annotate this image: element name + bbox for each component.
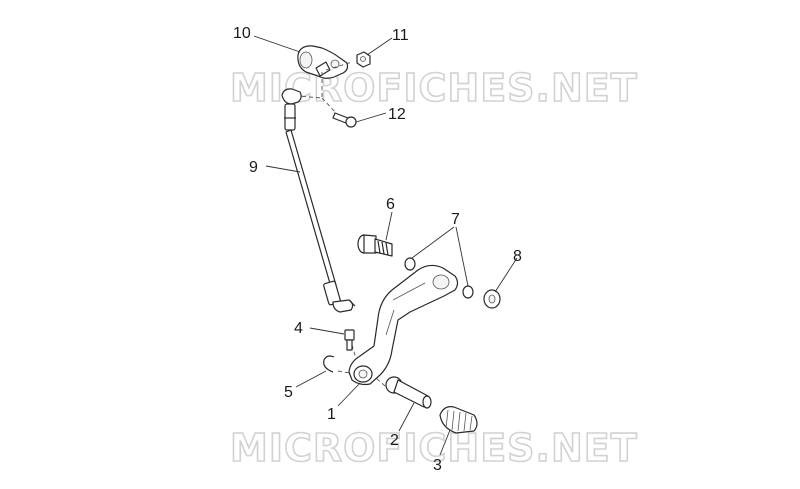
callout-3: 3 — [433, 457, 442, 474]
callout-1: 1 — [327, 406, 336, 423]
part-3-rubber-footpeg — [439, 406, 478, 434]
callout-8: 8 — [513, 248, 522, 265]
part-11-nut — [356, 51, 371, 68]
callout-5: 5 — [284, 384, 293, 401]
callout-10: 10 — [233, 25, 251, 42]
part-7-o-rings — [404, 257, 474, 299]
part-12-screw — [332, 112, 357, 128]
callout-2: 2 — [390, 432, 399, 449]
watermark-bottom: MICROFICHES.NET — [230, 426, 638, 470]
assembly-lines — [297, 61, 386, 387]
part-9-linkage-rod — [281, 88, 356, 313]
leader-lines — [253, 35, 518, 456]
part-6-pivot-bolt — [357, 234, 393, 257]
callout-11: 11 — [392, 27, 409, 44]
callout-12: 12 — [388, 106, 406, 123]
part-2-footpeg-pin — [385, 376, 432, 409]
part-5-circlip — [323, 355, 335, 373]
callout-4: 4 — [294, 320, 303, 337]
part-4-small-bolt — [344, 329, 355, 351]
part-8-washer — [483, 289, 501, 309]
callout-labels: 1 2 3 4 5 6 7 8 9 10 11 12 — [233, 25, 522, 474]
callout-6: 6 — [386, 196, 395, 213]
callout-7: 7 — [451, 211, 460, 228]
part-10-clamp — [297, 45, 349, 79]
callout-9: 9 — [249, 159, 258, 176]
part-1-gear-lever — [348, 264, 459, 386]
